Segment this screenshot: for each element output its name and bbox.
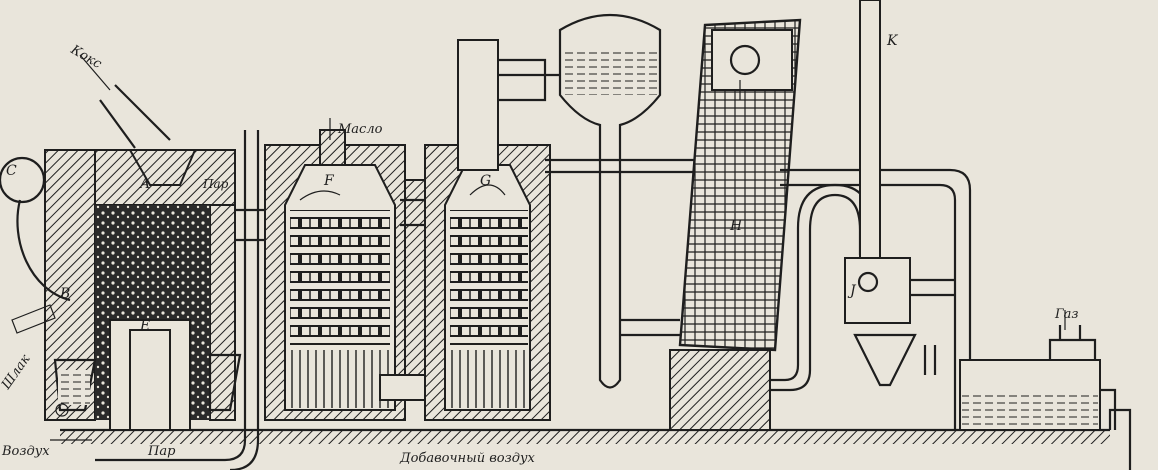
label-oil: Масло	[337, 122, 383, 137]
label-a: A	[138, 176, 150, 192]
ring-c	[0, 156, 46, 204]
ground	[60, 408, 1132, 470]
stack-k	[844, 0, 937, 387]
label-steam-top: Пар	[202, 177, 229, 191]
label-h: H	[729, 218, 743, 234]
label-j: J	[847, 283, 857, 299]
label-steam-bottom: Пар	[147, 444, 176, 459]
label-extra-air: Добавочный воздух	[399, 451, 535, 466]
label-slag: Шлак	[0, 352, 34, 393]
label-f: F	[323, 173, 335, 189]
flow-arrows	[50, 54, 1066, 441]
label-air: Воздух	[1, 444, 50, 459]
label-e: E	[139, 318, 150, 334]
label-gas: Газ	[1054, 307, 1078, 322]
label-c: C	[6, 163, 17, 179]
label-coke: Кокс	[67, 42, 105, 72]
label-g: G	[480, 173, 491, 189]
superheater-g	[424, 39, 560, 421]
gas-tank	[959, 325, 1117, 431]
wash-box	[545, 14, 700, 389]
generator	[11, 84, 242, 431]
label-b: B	[59, 286, 70, 302]
scrubber-h	[669, 18, 802, 431]
carburetor-f	[264, 129, 406, 421]
label-k: K	[886, 33, 899, 49]
